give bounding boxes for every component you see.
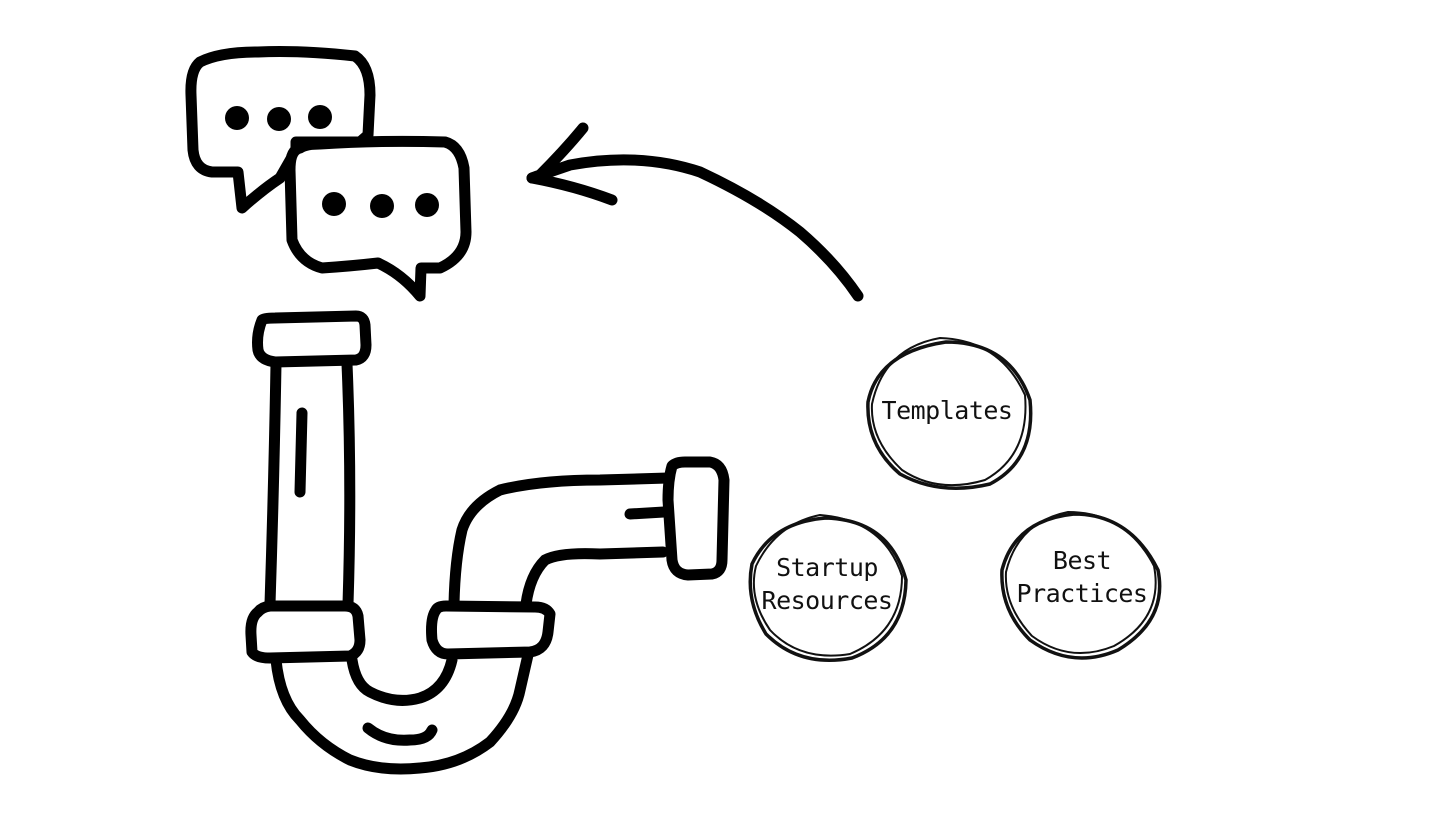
pipe-highlight bbox=[294, 407, 308, 498]
pipe-rise-right bbox=[520, 546, 669, 610]
pipe-side-highlight bbox=[624, 506, 670, 520]
topic-circle-templates bbox=[866, 336, 1033, 490]
pipe-u-bend-inner bbox=[346, 654, 458, 706]
dot-2 bbox=[267, 107, 291, 131]
dot-1 bbox=[225, 106, 249, 130]
pipe-top-cap bbox=[252, 310, 372, 368]
arrow-head bbox=[526, 122, 618, 206]
topic-label-best-practices: Best Practices bbox=[1016, 546, 1148, 608]
topic-label-startup-resources: Startup Resources bbox=[761, 553, 893, 615]
pipe-right-collar bbox=[426, 600, 556, 660]
pipe-u-bend-outer bbox=[270, 649, 534, 775]
topic-label-templates: Templates bbox=[881, 396, 1013, 425]
dot-5 bbox=[370, 194, 394, 218]
pipe-end-cap bbox=[662, 456, 730, 581]
arrow-icon bbox=[526, 122, 864, 302]
pipe-vertical-left bbox=[264, 358, 282, 610]
topic-circle-startup-resources bbox=[748, 513, 908, 662]
pipe-vertical-right bbox=[341, 358, 356, 610]
dot-6 bbox=[415, 193, 439, 217]
pipe-rise-left bbox=[448, 472, 674, 610]
topic-circle-best-practices bbox=[1000, 510, 1162, 660]
arrow-shaft bbox=[526, 154, 864, 302]
pipe-left-collar bbox=[245, 600, 366, 664]
dot-4 bbox=[322, 192, 346, 216]
pipe-u-highlight bbox=[362, 722, 438, 746]
chat-bubbles-icon bbox=[185, 46, 472, 302]
dot-3 bbox=[308, 105, 332, 129]
pipe-icon bbox=[245, 310, 730, 775]
front-chat-bubble bbox=[284, 135, 472, 302]
